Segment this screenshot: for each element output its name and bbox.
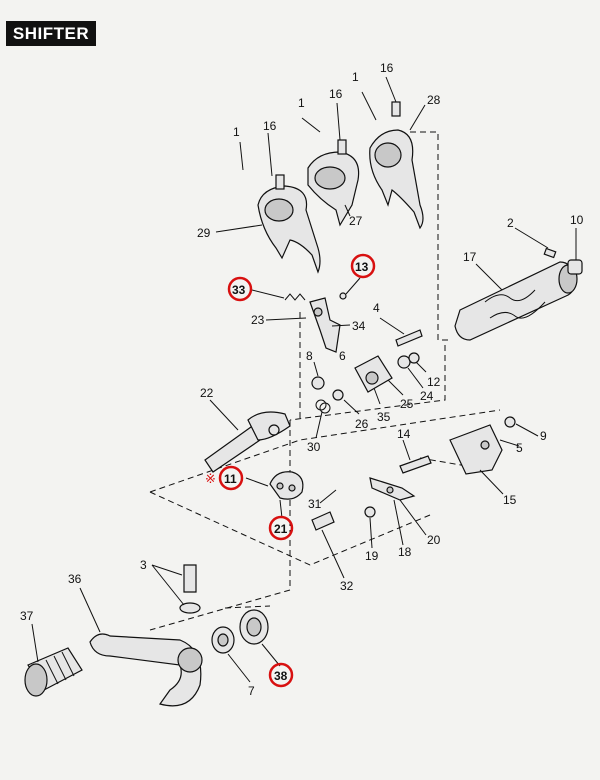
- leader-lines: [31, 76, 577, 683]
- lever-34: [309, 297, 341, 353]
- label-12: 12: [427, 375, 441, 389]
- screws-1: [239, 91, 377, 171]
- label-16: 16: [329, 87, 343, 101]
- label-38: 38: [274, 669, 288, 683]
- label-11: 11: [224, 472, 237, 486]
- label-3: 3: [140, 558, 147, 572]
- pawl-20: [369, 477, 416, 501]
- label-1: 1: [233, 125, 240, 139]
- label-16: 16: [263, 119, 277, 133]
- label-28: 28: [427, 93, 441, 107]
- label-30: 30: [307, 440, 321, 454]
- highlight-circle-13: [350, 253, 376, 279]
- label-14: 14: [397, 427, 411, 441]
- shifter-shaft-22: [204, 411, 291, 473]
- shaft-14: [399, 455, 432, 474]
- shift-lever-36: [89, 633, 203, 707]
- highlight-circle-11: [218, 465, 244, 491]
- label-13: 13: [355, 260, 369, 274]
- label-19: 19: [365, 549, 379, 563]
- washer-7: [211, 626, 235, 654]
- foot-peg-37: [24, 647, 83, 697]
- label-17: 17: [463, 250, 477, 264]
- label-24: 24: [420, 389, 434, 403]
- label-21: 21: [274, 522, 288, 536]
- label-15: 15: [503, 493, 517, 507]
- plate-6: [354, 355, 393, 393]
- pin-4: [395, 329, 423, 347]
- label-25: 25: [400, 397, 414, 411]
- spring-33: [284, 293, 306, 301]
- label-2: 2: [507, 216, 514, 230]
- asterisk-mark: ※: [205, 471, 216, 486]
- label-26: 26: [355, 417, 369, 431]
- highlight-circles: [218, 253, 376, 688]
- label-8: 8: [306, 349, 313, 363]
- shift-fork-27: [307, 139, 360, 227]
- pin-13: [339, 292, 347, 300]
- label-6: 6: [339, 349, 346, 363]
- label-5: 5: [516, 441, 523, 455]
- bushing-38: [239, 609, 269, 645]
- shift-fork-29: [257, 174, 321, 274]
- label-4: 4: [373, 301, 380, 315]
- screw-32: [311, 511, 335, 531]
- label-34: 34: [352, 319, 366, 333]
- bolt-3: [179, 564, 201, 614]
- assembly-lines: [149, 131, 501, 631]
- part-labels: 1 16 1 16 1 16 28 27 29 2 10 17 13 33 23…: [20, 61, 584, 698]
- label-37: 37: [20, 609, 34, 623]
- washers-24-12: [397, 352, 420, 369]
- highlight-circle-33: [227, 276, 253, 302]
- label-16: 16: [380, 61, 394, 75]
- label-10: 10: [570, 213, 584, 227]
- shifter-drum-17: [454, 247, 583, 341]
- label-29: 29: [197, 226, 211, 240]
- label-1: 1: [298, 96, 305, 110]
- cam-21: [269, 471, 304, 500]
- highlight-circle-38: [268, 662, 294, 688]
- label-36: 36: [68, 572, 82, 586]
- label-20: 20: [427, 533, 441, 547]
- label-35: 35: [377, 410, 391, 424]
- label-23: 23: [251, 313, 265, 327]
- label-18: 18: [398, 545, 412, 559]
- label-32: 32: [340, 579, 354, 593]
- nut-19: [364, 506, 376, 518]
- pawl-carrier-15: [449, 416, 516, 475]
- label-27: 27: [349, 214, 363, 228]
- section-title: SHIFTER: [6, 21, 96, 46]
- label-31: 31: [308, 497, 322, 511]
- bushing-8: [311, 376, 344, 401]
- label-1: 1: [352, 70, 359, 84]
- highlight-circle-21: [268, 515, 294, 541]
- label-22: 22: [200, 386, 214, 400]
- label-9: 9: [540, 429, 547, 443]
- spring-30: [315, 399, 331, 414]
- label-33: 33: [232, 283, 246, 297]
- label-7: 7: [248, 684, 255, 698]
